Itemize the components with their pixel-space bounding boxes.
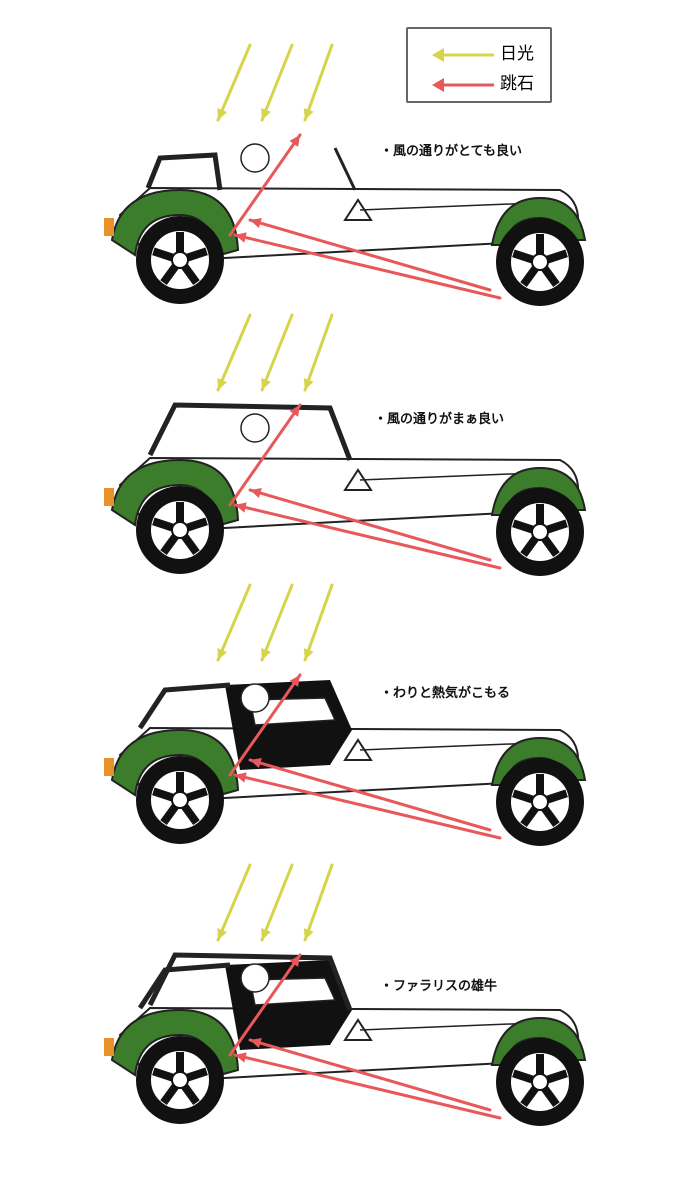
panel-roof-frame: ・風の通りがまぁ良い xyxy=(0,310,675,610)
front-wheel-hub xyxy=(172,792,188,808)
car-illustration xyxy=(0,580,675,880)
sunlight-arrow-head xyxy=(304,378,314,390)
roll-bar xyxy=(140,685,230,728)
sunlight-arrow xyxy=(305,315,332,390)
sunlight-arrow xyxy=(218,585,250,660)
car-illustration xyxy=(0,310,675,610)
rear-wheel-hub xyxy=(532,794,548,810)
car-illustration xyxy=(0,40,675,340)
indicator-light xyxy=(104,218,114,236)
roll-bar xyxy=(148,155,220,190)
sunlight-arrow xyxy=(262,865,292,940)
panel-with-doors: ・わりと熱気がこもる xyxy=(0,580,675,880)
sunlight-arrow xyxy=(218,865,250,940)
sunlight-arrow xyxy=(305,585,332,660)
indicator-light xyxy=(104,488,114,506)
driver-head xyxy=(241,964,269,992)
rear-wheel-hub xyxy=(532,524,548,540)
panel-full-enclosure: ・ファラリスの雄牛 xyxy=(0,860,675,1160)
panel-open-car: ・風の通りがとても良い xyxy=(0,40,675,340)
car-illustration xyxy=(0,860,675,1160)
panel-note: ・風の通りがとても良い xyxy=(380,140,522,159)
front-wheel-hub xyxy=(172,522,188,538)
sunlight-arrow-head xyxy=(304,928,314,940)
indicator-light xyxy=(104,758,114,776)
sunlight-arrow xyxy=(262,315,292,390)
sunlight-arrow xyxy=(262,45,292,120)
driver-head xyxy=(241,414,269,442)
driver-head xyxy=(241,684,269,712)
sunlight-arrow-head xyxy=(304,648,314,660)
sunlight-arrow xyxy=(305,865,332,940)
windscreen xyxy=(335,148,355,190)
front-wheel-hub xyxy=(172,1072,188,1088)
sunlight-arrow xyxy=(262,585,292,660)
sunlight-arrow xyxy=(218,45,250,120)
panel-note: ・わりと熱気がこもる xyxy=(380,682,510,701)
sunlight-arrow-head xyxy=(304,108,314,120)
front-wheel-hub xyxy=(172,252,188,268)
sunlight-arrow xyxy=(305,45,332,120)
rear-wheel-hub xyxy=(532,1074,548,1090)
rear-wheel-hub xyxy=(532,254,548,270)
panel-note: ・ファラリスの雄牛 xyxy=(380,975,497,994)
sunlight-arrow xyxy=(218,315,250,390)
panel-note: ・風の通りがまぁ良い xyxy=(374,408,504,427)
driver-head xyxy=(241,144,269,172)
indicator-light xyxy=(104,1038,114,1056)
